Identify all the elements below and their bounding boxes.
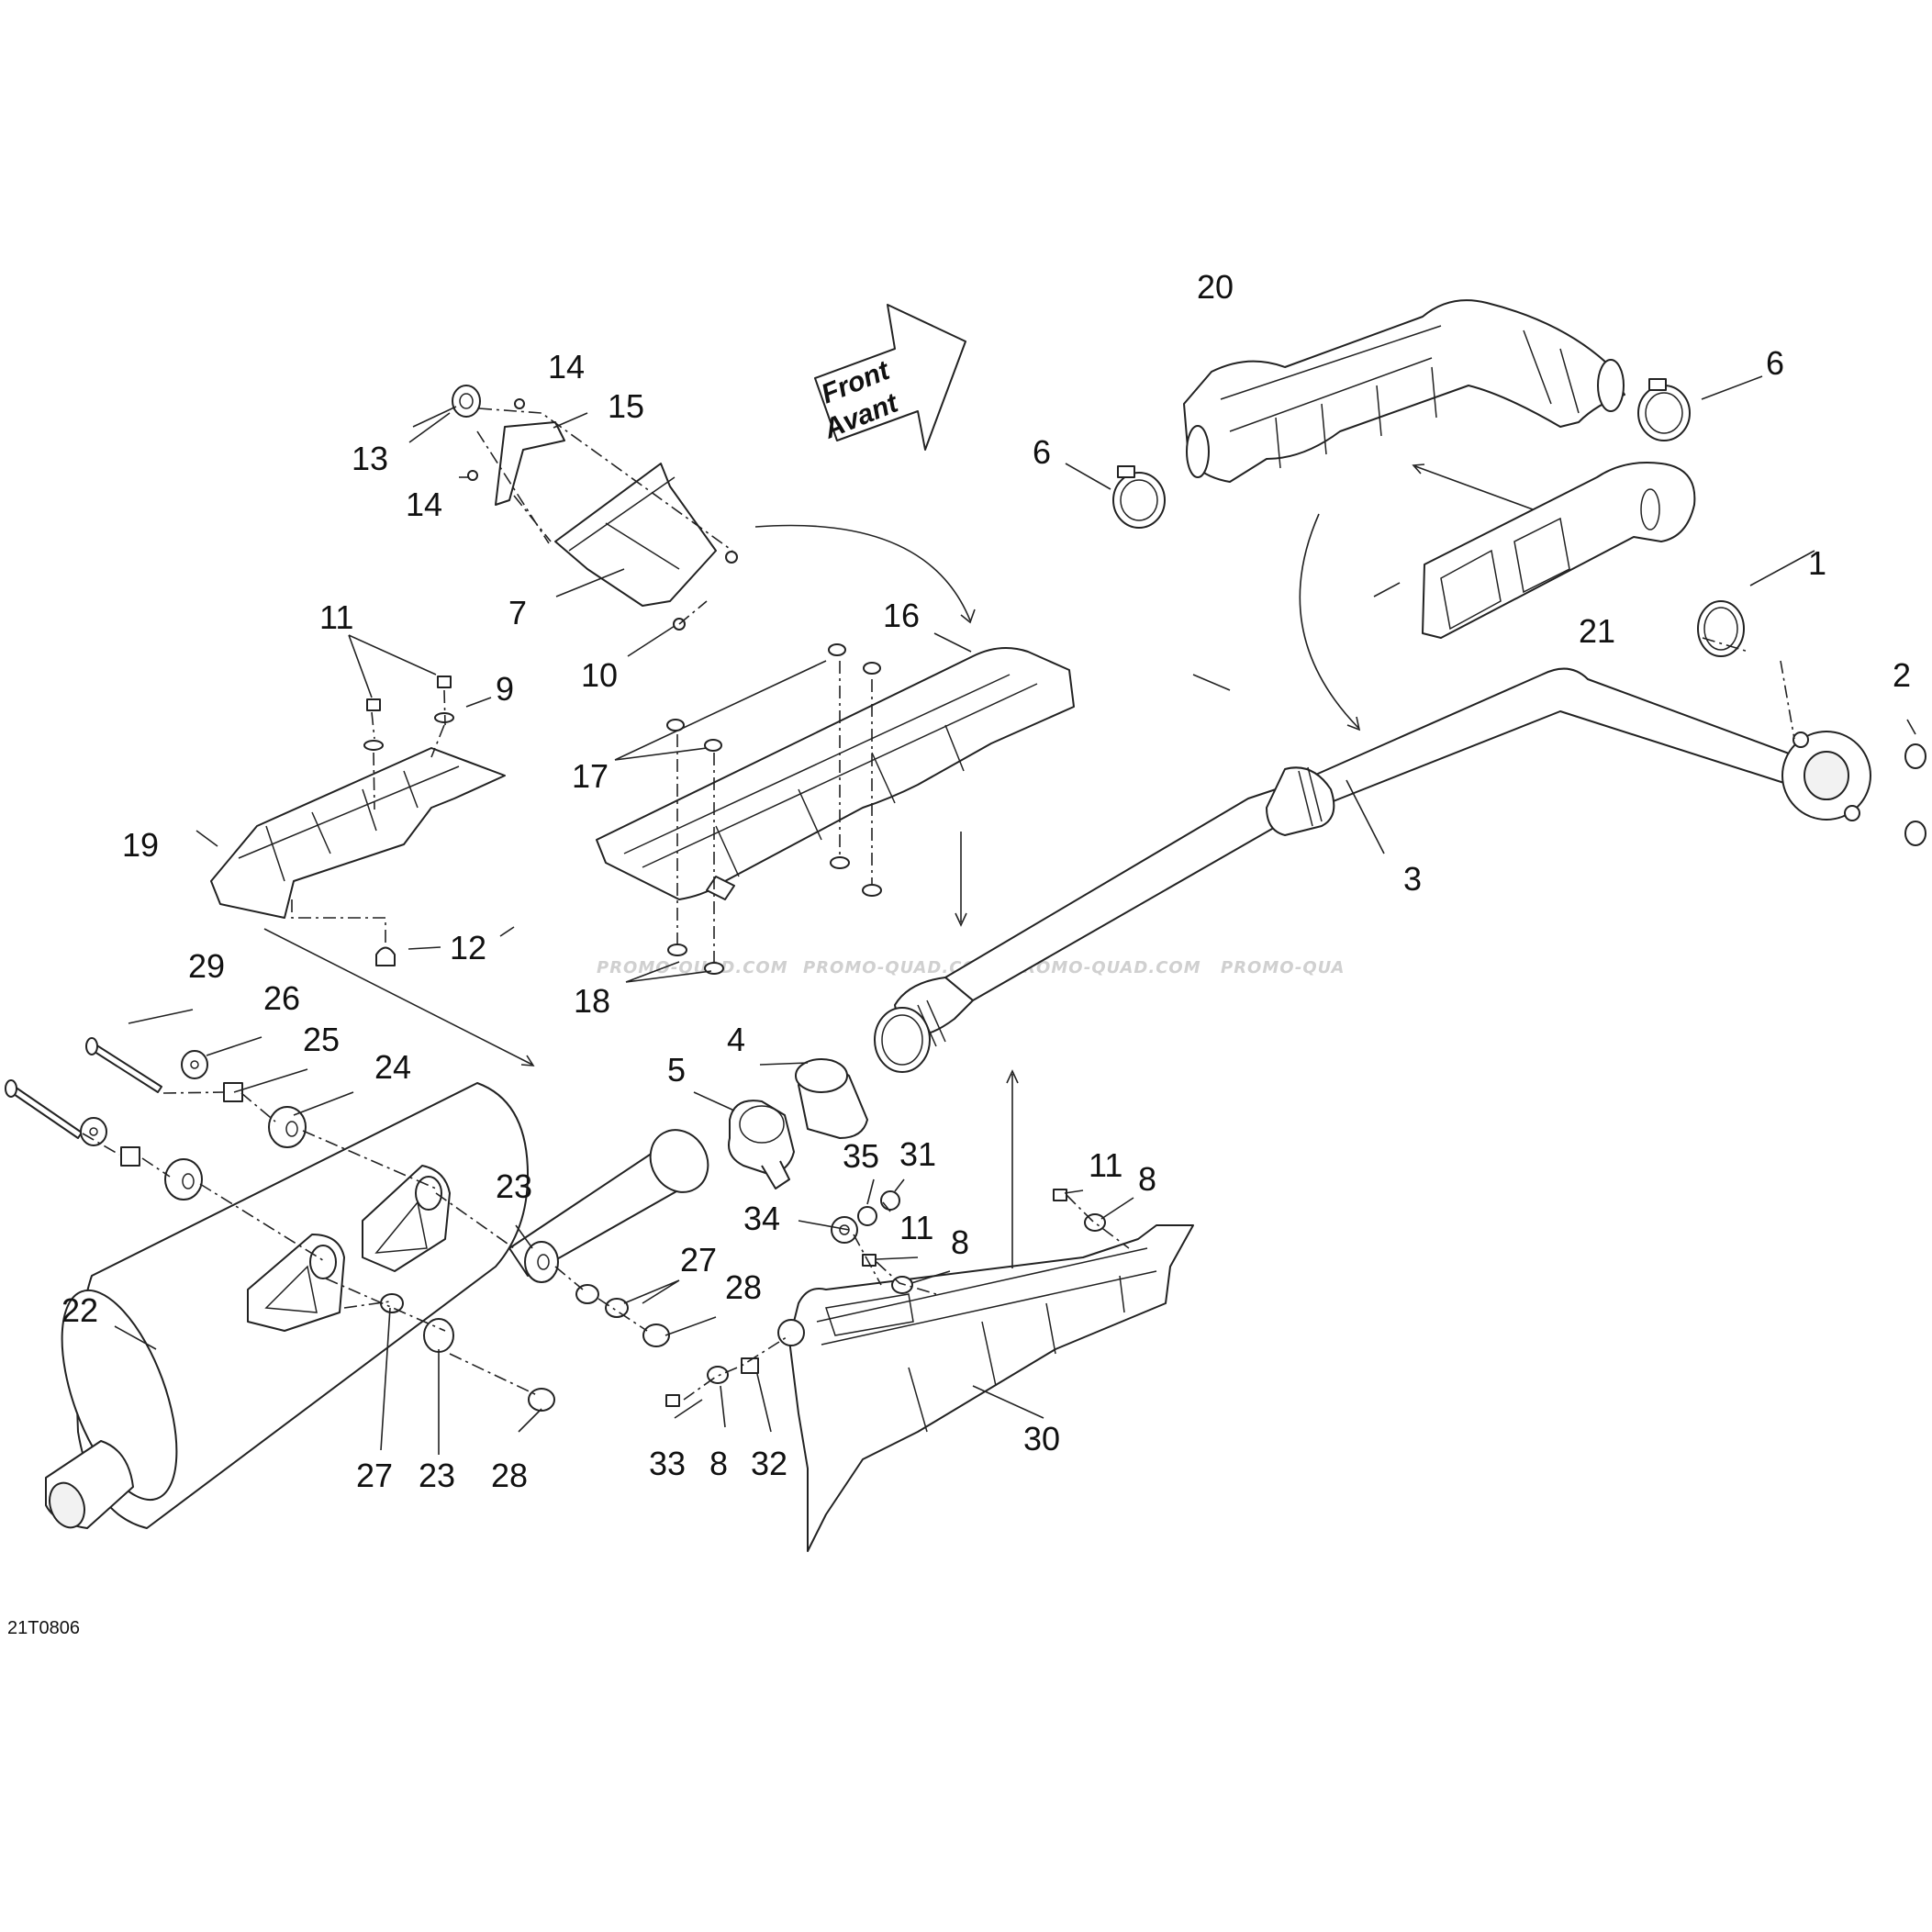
callout-6-right: 6 [1766,344,1784,382]
leader-lines [82,375,1916,1455]
watermark-text: PROMO-QUAD.COM [597,958,788,977]
part-15-bracket [467,398,565,506]
callout-3: 3 [1403,860,1422,898]
part-30-heat-shield-lower [777,1224,1194,1552]
part-17-fasteners [666,643,881,752]
part-12-nut [375,946,396,966]
part-23-grommets [423,1241,559,1353]
part-27-washers [380,1284,629,1318]
part-25-spacers [120,1082,243,1167]
part-2-nuts [1904,743,1926,846]
callout-35: 35 [843,1137,879,1175]
part-19-heat-shield [210,747,506,919]
callout-30: 30 [1023,1420,1060,1457]
assembly-arrows [263,463,1534,1268]
callout-8-b: 8 [951,1223,969,1261]
callout-32: 32 [751,1445,787,1482]
callout-33: 33 [649,1445,686,1482]
watermark: PROMO-QUAD.COM PROMO-QUAD.COM PROMO-QUAD… [597,958,1345,977]
callout-13: 13 [352,440,388,477]
part-22-muffler [45,1082,529,1529]
callout-24: 24 [374,1048,411,1086]
part-5-clamp [728,1100,795,1189]
callout-10: 10 [581,656,618,694]
part-24-grommets [164,1106,307,1201]
callout-27-b: 27 [356,1457,393,1494]
watermark-text: PROMO-QUAD.COM [803,958,995,977]
callout-6-left: 6 [1033,433,1051,471]
part-28-nuts [528,1323,670,1412]
callout-25: 25 [303,1021,340,1058]
front-direction-badge: Front Avant [814,304,966,451]
part-13-grommet [452,385,481,418]
front-arrow-shape [814,304,966,451]
part-31-35-34-hardware [831,1190,900,1244]
part-26-washers [80,1050,208,1146]
callout-11-a: 11 [319,598,353,636]
part-32-33-hardware [665,1357,759,1407]
callout-5: 5 [667,1051,686,1089]
callout-15: 15 [608,387,644,425]
callout-11-b: 11 [899,1209,933,1246]
callout-2: 2 [1893,656,1911,694]
callout-4: 4 [727,1021,745,1058]
part-1-gasket-ring [1697,600,1745,657]
callout-21: 21 [1579,612,1615,650]
part-6-clamp-left [1112,465,1166,529]
callout-7: 7 [508,594,527,631]
part-16-heat-shield [596,647,1075,900]
callout-28-b: 28 [491,1457,528,1494]
part-6-clamp-right [1637,378,1691,441]
part-7-heat-shield-small [554,463,717,607]
callout-23-b: 23 [419,1457,455,1494]
callout-17: 17 [572,757,609,795]
callout-31: 31 [899,1135,936,1173]
callout-22: 22 [61,1291,98,1329]
callout-14-a: 14 [548,348,585,385]
part-3-exhaust-pipe [874,667,1871,1073]
callout-12: 12 [450,929,486,966]
part-29-bolts [5,1037,162,1139]
part-21-gasket-plate [1422,462,1696,639]
watermark-text: PROMO-QUAD.COM [1010,958,1201,977]
callout-19: 19 [122,826,159,864]
callout-11-c: 11 [1089,1146,1122,1184]
callout-26: 26 [263,979,300,1017]
muffler-inlet-pipe [508,1129,709,1277]
callout-labels: 1 2 3 4 5 6 6 7 8 8 8 9 10 11 11 11 12 1… [61,268,1911,1494]
callout-29: 29 [188,947,225,985]
callout-9: 9 [496,670,514,708]
callout-1: 1 [1808,544,1826,582]
callout-20: 20 [1197,268,1234,306]
callout-8-c: 8 [709,1445,728,1482]
callout-18: 18 [574,982,610,1020]
callout-27-a: 27 [680,1241,717,1279]
callout-8-a: 8 [1138,1160,1156,1198]
part-4-sleeve [795,1058,868,1139]
callout-23-a: 23 [496,1167,532,1205]
callout-34: 34 [743,1200,780,1237]
callout-14-b: 14 [406,486,442,523]
watermark-text: PROMO-QUA [1221,958,1345,977]
callout-16: 16 [883,597,920,634]
callout-28-a: 28 [725,1268,762,1306]
part-9-11-fasteners [363,676,454,751]
drawing-code: 21T0806 [7,1618,80,1638]
part-20-heat-shield [1183,299,1625,483]
